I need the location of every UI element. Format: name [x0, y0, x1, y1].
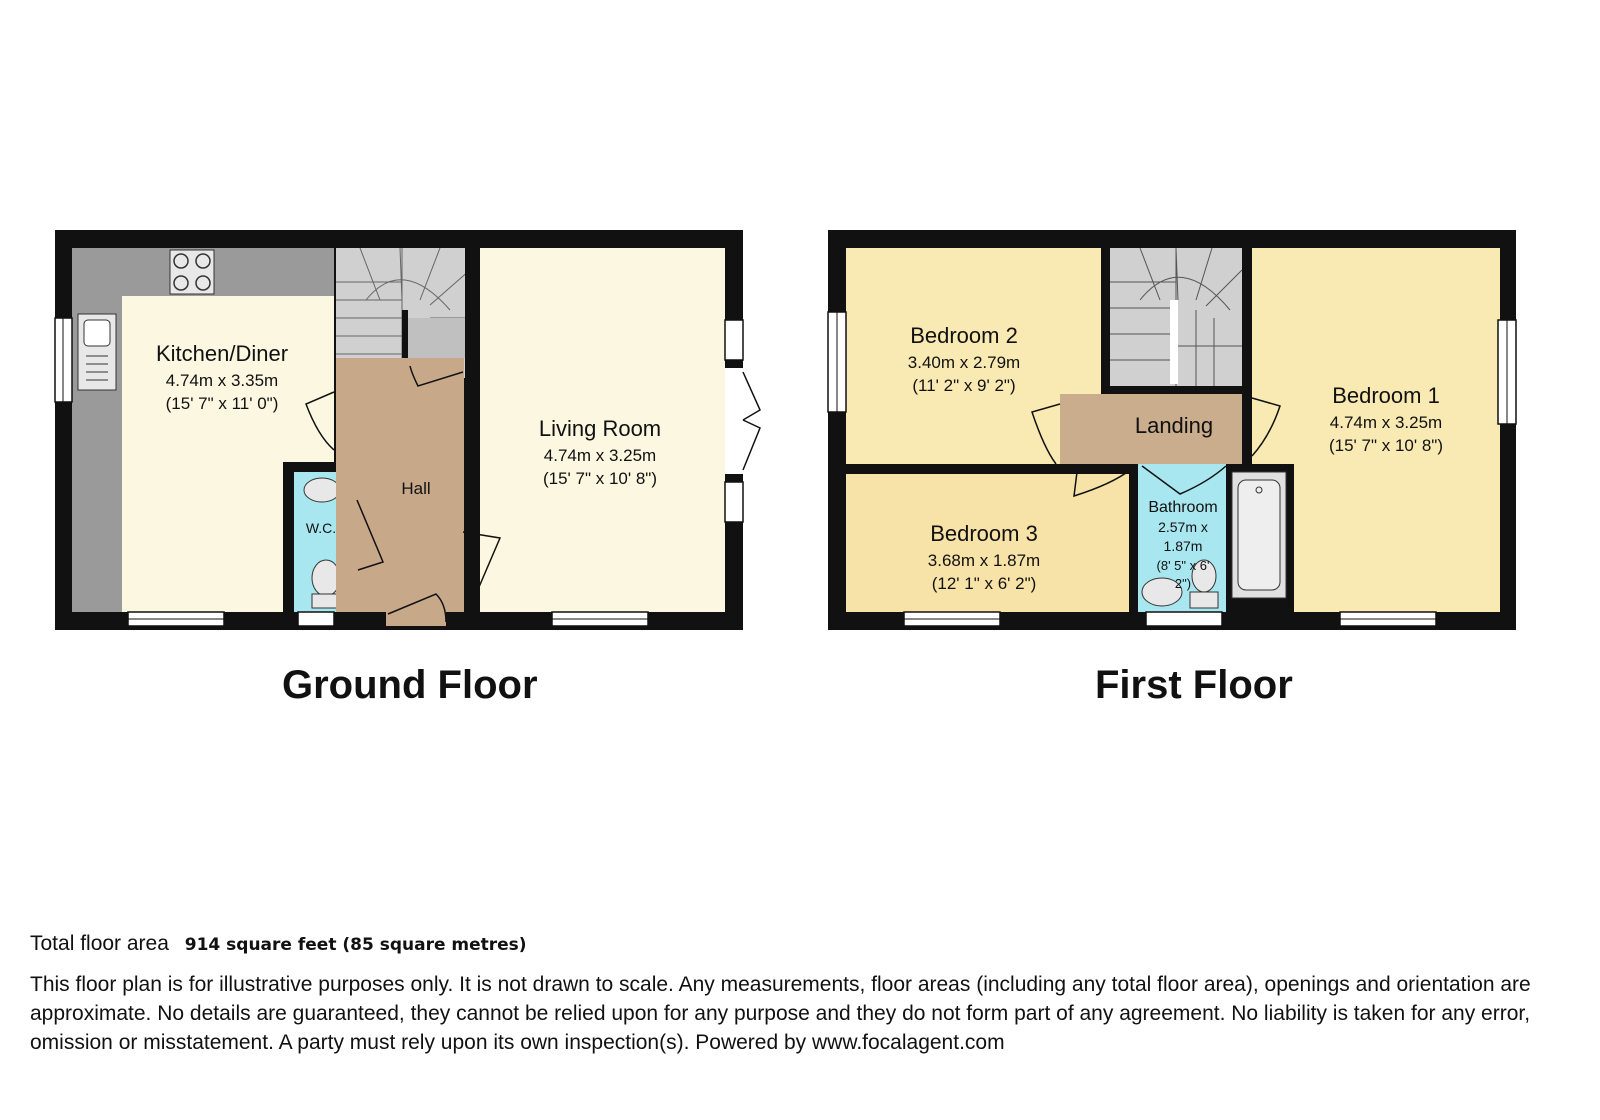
bedroom-2-floor [846, 248, 1101, 464]
first-door-swings [1031, 397, 1281, 498]
bedroom-1-imperial: (15' 7" x 10' 8") [1329, 436, 1443, 455]
patio-door-opening [725, 368, 743, 474]
first-floor-title: First Floor [1095, 663, 1293, 707]
hall-living-wall [465, 248, 475, 612]
bedroom-3-imperial: (12' 1" x 6' 2") [932, 574, 1037, 593]
hob-icon [169, 249, 215, 295]
bedroom-2-metric: 3.40m x 2.79m [908, 353, 1020, 372]
bedroom-2-name: Bedroom 2 [910, 323, 1018, 348]
bedroom-1-name: Bedroom 1 [1332, 383, 1440, 408]
living-room-imperial: (15' 7" x 10' 8") [543, 469, 657, 488]
bath-plug-icon [1255, 486, 1263, 494]
living-room-metric: 4.74m x 3.25m [544, 446, 656, 465]
first-stair-treads [1110, 247, 1243, 386]
toilet-icon [303, 477, 341, 609]
hall-entrance [386, 600, 446, 626]
living-room-name: Living Room [539, 416, 661, 441]
ground-floor-title: Ground Floor [282, 663, 538, 707]
kitchen-metric: 4.74m x 3.35m [166, 371, 278, 390]
bathroom-name: Bathroom [1148, 499, 1217, 516]
wc-window [297, 611, 335, 627]
stair-treads [336, 247, 471, 378]
total-floor-area: Total floor area 914 square feet (85 squ… [30, 932, 1575, 956]
landing-name: Landing [1135, 413, 1213, 438]
basin-icon [1141, 577, 1183, 607]
hall-floor [336, 358, 464, 612]
stair-balustrade [1170, 300, 1178, 384]
footer: Total floor area 914 square feet (85 squ… [30, 932, 1575, 1057]
room-labels: Kitchen/Diner 4.74m x 3.35m (15' 7" x 11… [156, 323, 1443, 593]
landing-floor [1060, 394, 1242, 464]
kitchen-imperial: (15' 7" x 11' 0") [166, 394, 279, 413]
stair-cupboard [406, 318, 466, 358]
bath-inner [1237, 479, 1281, 591]
hall-name: Hall [401, 479, 430, 498]
disclaimer-text: This floor plan is for illustrative purp… [30, 973, 1531, 1054]
sink-icon [77, 313, 117, 391]
bathroom-window [1145, 611, 1223, 627]
bathroom-metric-a: 2.57m x [1158, 519, 1208, 535]
living-window-upper [724, 319, 744, 361]
bedroom-3-metric: 3.68m x 1.87m [928, 551, 1040, 570]
bathroom-imperial-a: (8' 5" x 6' [1157, 558, 1210, 573]
bathroom-imperial-b: 2") [1175, 576, 1191, 591]
bathroom-metric-b: 1.87m [1164, 538, 1203, 554]
worktop-left [72, 248, 122, 612]
kitchen-name: Kitchen/Diner [156, 341, 288, 366]
total-floor-area-label: Total floor area [30, 932, 169, 955]
wc-name: W.C. [306, 520, 336, 536]
bathroom-toilet-icon [1189, 559, 1219, 609]
bedroom-1-metric: 4.74m x 3.25m [1330, 413, 1442, 432]
bedroom-3-floor [846, 474, 1129, 612]
stair-wall [402, 310, 408, 370]
ground-floor-plan [54, 230, 761, 630]
bathroom-wall [1226, 464, 1232, 612]
first-floor-plan [827, 230, 1517, 630]
bedroom-1-floor-lower [1294, 464, 1500, 612]
ground-door-swings [305, 365, 761, 623]
bedroom-2-imperial: (11' 2" x 9' 2") [912, 376, 1015, 395]
bedroom-1-floor [1252, 248, 1500, 464]
living-room-floor [480, 248, 725, 612]
total-floor-area-value: 914 square feet (85 square metres) [184, 935, 527, 955]
bedroom-3-name: Bedroom 3 [930, 521, 1038, 546]
living-window-lower [724, 481, 744, 523]
